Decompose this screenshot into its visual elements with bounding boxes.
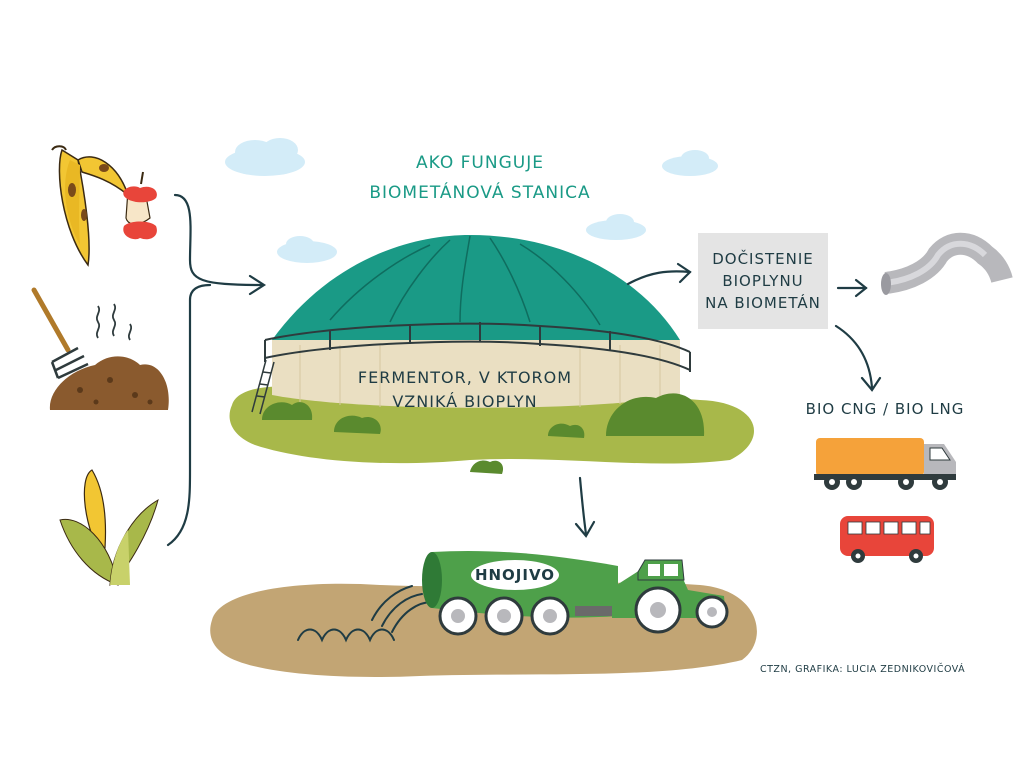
dome-seams	[329, 235, 601, 326]
purification-line-3: NA BIOMETÁN	[705, 294, 821, 312]
fermentor-label: FERMENTOR, V KTOROM VZNIKÁ BIOPLYN	[345, 366, 585, 414]
fuel-label: BIO CNG / BIO LNG	[805, 400, 965, 418]
cloud	[586, 214, 646, 240]
diagram-title: AKO FUNGUJE BIOMETÁNOVÁ STANICA	[330, 148, 630, 208]
credit-text: CTZN, GRAFIKA: LUCIA ZEDNIKOVIČOVÁ	[760, 664, 966, 675]
ladder	[251, 359, 275, 415]
purification-line-1: DOČISTENIE	[712, 250, 814, 268]
fermentor-line-2: VZNIKÁ BIOPLYN	[392, 392, 538, 411]
truck-icon	[814, 438, 956, 490]
furrows	[297, 585, 433, 643]
banana-peel-icon	[51, 145, 130, 267]
tanker-label: HNOJIVO	[474, 566, 556, 584]
corn-icon	[59, 469, 159, 587]
manure-tanker	[422, 550, 729, 636]
bushes	[262, 393, 705, 474]
dome	[272, 235, 680, 340]
truck-cargo	[816, 438, 924, 476]
biomethane-pipe-icon	[881, 232, 1013, 295]
purification-line-2: BIOPLYNU	[722, 272, 804, 290]
bus-icon	[840, 516, 934, 563]
tanker-label-badge	[471, 560, 559, 590]
cloud	[277, 236, 337, 263]
arrow-to-fuel	[834, 324, 882, 392]
arrow-to-field	[574, 476, 596, 538]
clouds	[225, 138, 718, 263]
arrow-to-purification	[626, 262, 692, 286]
purification-box: DOČISTENIE BIOPLYNU NA BIOMETÁN	[698, 233, 828, 329]
apple-core-icon	[123, 171, 157, 240]
fermentor-tank	[251, 235, 691, 415]
arrow-to-pipe	[836, 278, 868, 298]
title-line-2: BIOMETÁNOVÁ STANICA	[369, 183, 591, 203]
compost-pile-icon	[31, 287, 169, 410]
input-arrow	[166, 193, 267, 547]
cloud	[225, 138, 305, 176]
tank-wall	[272, 340, 680, 408]
fermentor-line-1: FERMENTOR, V KTOROM	[357, 368, 573, 387]
title-line-1: AKO FUNGUJE	[416, 153, 544, 173]
railing	[264, 322, 691, 372]
cloud	[662, 150, 718, 176]
